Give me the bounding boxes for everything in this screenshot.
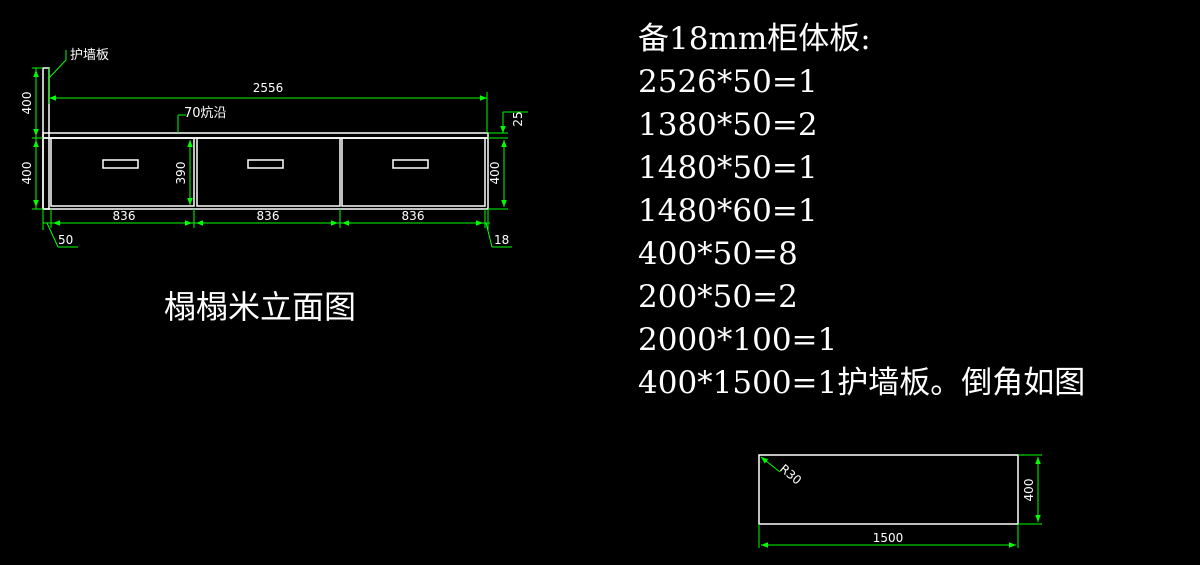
panel-width-label: 1500 <box>873 531 904 545</box>
handle-3 <box>392 159 429 169</box>
panel-outline <box>758 454 1019 525</box>
material-list: 备18mm柜体板: 2526*50=1 1380*50=2 1480*50=1 … <box>638 18 1085 405</box>
bay-width-label-2: 836 <box>257 209 280 223</box>
cabinet-bay-2 <box>196 137 341 207</box>
right-offset-label: 18 <box>494 233 509 247</box>
elevation-dimension-text: 2556 护墙板 70炕沿 400 400 390 400 25 836 836… <box>20 48 525 247</box>
elevation-outline <box>42 67 489 210</box>
material-item: 1480*60=1 <box>638 193 818 229</box>
cabinet-bay-1 <box>50 137 195 207</box>
top-thickness-label: 25 <box>511 111 525 126</box>
material-item: 400*50=8 <box>638 236 798 272</box>
handle-2 <box>247 159 284 169</box>
material-item: 1380*50=2 <box>638 107 818 143</box>
bay-width-label-3: 836 <box>402 209 425 223</box>
cabinet-height-label: 400 <box>20 162 34 185</box>
material-list-title: 备18mm柜体板: <box>638 21 871 57</box>
cabinet-bay-3 <box>341 137 486 207</box>
wall-panel-height-label: 400 <box>20 92 34 115</box>
material-item: 1480*50=1 <box>638 150 818 186</box>
material-item: 200*50=2 <box>638 279 798 315</box>
elevation-caption: 榻榻米立面图 <box>164 288 357 326</box>
left-offset-label: 50 <box>58 233 73 247</box>
cabinet-body <box>42 137 489 210</box>
panel-height-label: 400 <box>1022 479 1036 502</box>
handle-1 <box>102 159 139 169</box>
right-height-label: 400 <box>488 162 502 185</box>
panel-radius-label: R30 <box>777 462 804 488</box>
edge-label: 70炕沿 <box>184 106 227 121</box>
elevation-dimensions <box>32 50 528 248</box>
bay-width-label-1: 836 <box>113 209 136 223</box>
panel-detail: 1500 400 R30 <box>758 454 1042 548</box>
material-item: 400*1500=1护墙板。倒角如图 <box>638 365 1086 401</box>
material-item: 2526*50=1 <box>638 64 818 100</box>
material-item: 2000*100=1 <box>638 322 838 358</box>
wall-panel-label: 护墙板 <box>70 48 109 63</box>
inner-height-label: 390 <box>174 162 188 185</box>
overall-width-label: 2556 <box>253 81 284 95</box>
